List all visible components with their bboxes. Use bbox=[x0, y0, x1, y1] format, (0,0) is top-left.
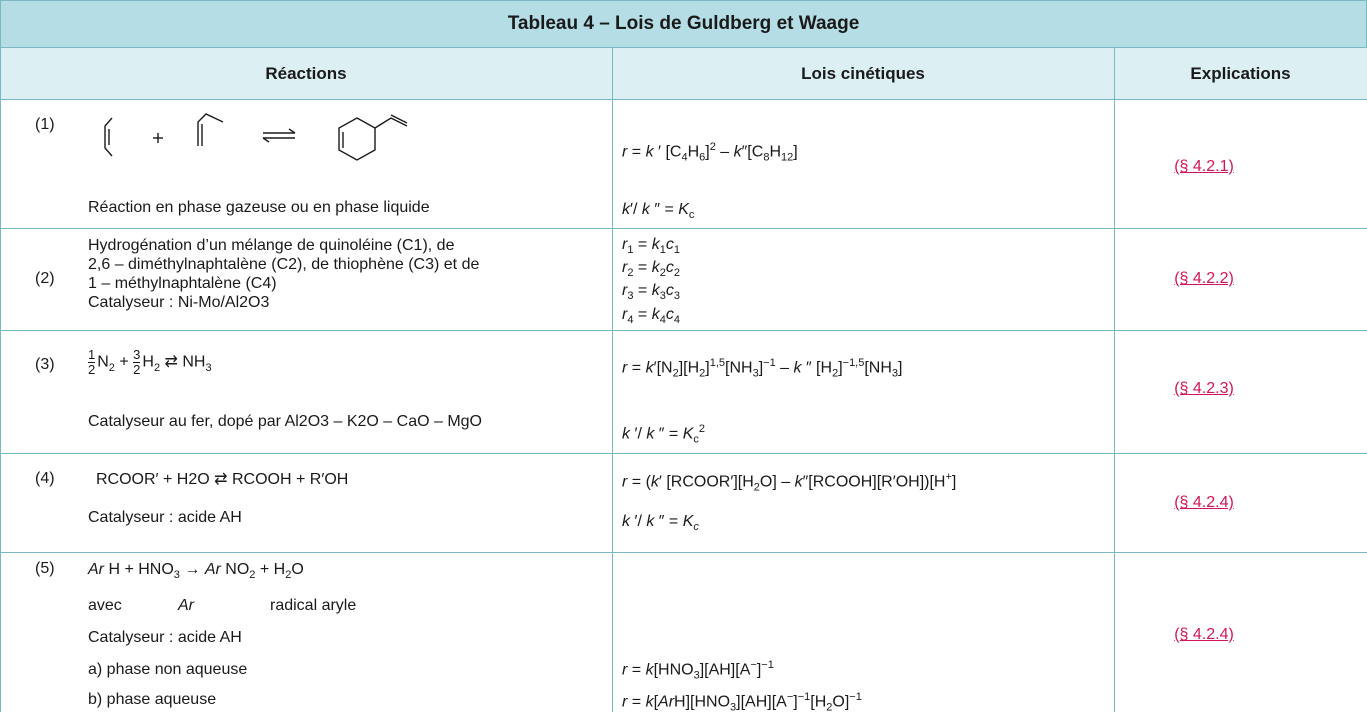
header-row: Réactions Lois cinétiques Explications bbox=[0, 48, 1367, 100]
row-description: Ar bbox=[178, 597, 194, 614]
description-line: 1 – méthylnaphtalène (C4) bbox=[88, 275, 277, 292]
table-title: Tableau 4 – Lois de Guldberg et Waage bbox=[0, 0, 1367, 48]
row-divider bbox=[0, 552, 1367, 553]
col-divider bbox=[612, 48, 613, 712]
row-divider bbox=[0, 453, 1367, 454]
row-number: (5) bbox=[35, 560, 55, 577]
description-line: Catalyseur : Ni-Mo/Al2O3 bbox=[88, 294, 270, 311]
header-lois: Lois cinétiques bbox=[801, 64, 925, 83]
link-4-2-2[interactable]: (§ 4.2.2) bbox=[1174, 270, 1234, 287]
link-4-2-3[interactable]: (§ 4.2.3) bbox=[1174, 380, 1234, 397]
kinetic-law-3: r = k′[N2][H2]1,5[NH3]−1 – k ″ [H2]−1,5[… bbox=[622, 357, 903, 380]
row-number: (2) bbox=[35, 270, 55, 287]
row-description: a) phase non aqueuse bbox=[88, 661, 248, 678]
reaction-equation-5: Ar H + HNO3 → Ar NO2 + H2O bbox=[88, 561, 304, 582]
equilibrium-constant-4: k ′/ k ″ = Kc bbox=[622, 513, 699, 534]
kinetic-law-5b: r = k[ArH][HNO3][AH][A−]−1[H2O]−1 bbox=[622, 691, 862, 714]
row-description: avec bbox=[88, 597, 122, 614]
header-explications: Explications bbox=[1190, 64, 1291, 83]
link-4-2-4-b[interactable]: (§ 4.2.4) bbox=[1174, 626, 1234, 643]
kinetic-law-4: r = (k′ [RCOOR′][H2O] – k″[RCOOH][R′OH])… bbox=[622, 471, 957, 494]
link-4-2-4[interactable]: (§ 4.2.4) bbox=[1174, 494, 1234, 511]
col-divider bbox=[1114, 48, 1115, 712]
kinetic-law-2: r1 = k1c1 r2 = k2c2 r3 = k3c3 r4 = k4c4 bbox=[622, 236, 680, 326]
equilibrium-constant-1: k′/ k ″ = Kc bbox=[622, 201, 695, 222]
description-line: 2,6 – diméthylnaphtalène (C2), de thioph… bbox=[88, 256, 480, 273]
header-reactions: Réactions bbox=[265, 64, 347, 83]
row-description: b) phase aqueuse bbox=[88, 691, 217, 708]
row-number: (1) bbox=[35, 116, 55, 133]
row-description: radical aryle bbox=[270, 597, 357, 614]
row-divider bbox=[0, 330, 1367, 331]
row-number: (4) bbox=[35, 470, 55, 487]
row-description: Catalyseur au fer, dopé par Al2O3 – K2O … bbox=[88, 413, 482, 430]
kinetic-law-5a: r = k[HNO3][AH][A−]−1 bbox=[622, 659, 774, 682]
description-line: Hydrogénation d’un mélange de quinoléine… bbox=[88, 237, 455, 254]
row-description: Catalyseur : acide AH bbox=[88, 629, 242, 646]
row-number: (3) bbox=[35, 356, 55, 373]
row-description: Catalyseur : acide AH bbox=[88, 509, 242, 526]
reaction-equation-4: RCOOR′ + H2O ⇄ RCOOH + R′OH bbox=[96, 471, 349, 488]
diels-alder-scheme-icon bbox=[104, 113, 408, 161]
row-divider bbox=[0, 228, 1367, 229]
kinetic-law-1: r = k ′ [C4H6]2 – k″[C8H12] bbox=[622, 141, 798, 164]
row-description: Réaction en phase gazeuse ou en phase li… bbox=[88, 199, 430, 216]
row-description: Hydrogénation d’un mélange de quinoléine… bbox=[88, 236, 479, 312]
link-4-2-1[interactable]: (§ 4.2.1) bbox=[1174, 158, 1234, 175]
col-divider bbox=[0, 48, 1, 712]
equilibrium-constant-3: k ′/ k ″ = Kc2 bbox=[622, 423, 705, 446]
